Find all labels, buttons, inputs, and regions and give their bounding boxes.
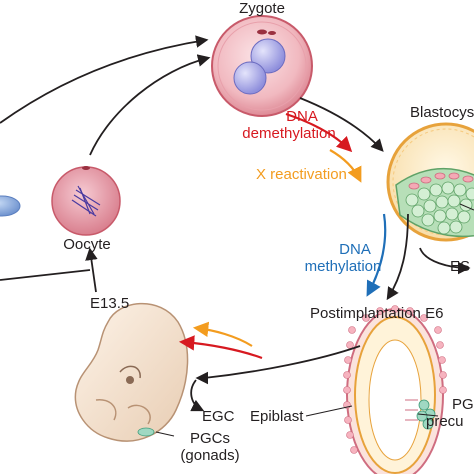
pgc-precursors <box>416 399 436 430</box>
icm-leader <box>459 203 474 211</box>
oocyte-label: Oocyte <box>63 236 111 253</box>
methylation-arrow <box>366 213 387 297</box>
pgc-precursor-label-2: precu <box>426 413 464 430</box>
arrow-oocyte-to-zygote <box>89 54 211 156</box>
x-reactivation-label: X reactivation <box>256 166 347 183</box>
spindle-icon <box>71 185 101 217</box>
postimplantation-label: Postimplantation E6 <box>310 305 444 322</box>
precursor-leader <box>417 413 439 417</box>
e13-5-embryo <box>74 302 189 442</box>
epiblast-leader <box>305 405 353 417</box>
dna-demethylation-label-1: DNA <box>286 108 318 125</box>
arrow-e13-5-to-left <box>0 269 91 281</box>
blastocyst-label: Blastocys <box>410 104 474 121</box>
egc-label: EGC <box>202 408 235 425</box>
arrow-postimplantation-to-e13-5 <box>195 345 361 385</box>
postimplantation-embryo <box>343 305 447 474</box>
pgc-precursor-label-1: PG <box>452 396 474 413</box>
pgcs-label: PGCs <box>189 430 230 447</box>
arrow-to-zygote-outer <box>0 35 209 124</box>
arrow-to-egc <box>190 379 205 412</box>
arrow-e13-5-to-oocyte <box>85 247 98 293</box>
gonads-label: (gonads) <box>180 447 240 464</box>
cycle-arrows <box>0 35 471 412</box>
pgcs-leader <box>155 431 175 437</box>
zygote-label: Zygote <box>239 0 285 17</box>
oocyte-cell <box>51 166 121 236</box>
x-reactivation-arrow <box>329 149 362 183</box>
arrow-blastocyst-to-es <box>419 247 471 275</box>
gonads-pgcs <box>137 427 155 437</box>
epiblast-label: Epiblast <box>250 408 304 425</box>
x-inactivation-arrow <box>192 321 253 347</box>
e13-5-label: E13.5 <box>90 295 130 312</box>
arrow-zygote-to-blastocyst <box>299 97 384 152</box>
arrow-blastocyst-to-postimplantation <box>386 213 409 301</box>
blastocyst-cell <box>386 122 474 242</box>
demethylation-arrow <box>285 112 353 153</box>
zygote-cell <box>211 15 313 117</box>
left-cell <box>0 195 21 217</box>
dna-methylation-label-1: DNA <box>339 241 371 258</box>
es-label: ES <box>450 258 471 275</box>
dna-methylation-label-2: methylation <box>304 258 382 275</box>
pgc-demethylation-arrow <box>178 335 263 360</box>
dna-demethylation-label-2: demethylation <box>242 125 336 142</box>
